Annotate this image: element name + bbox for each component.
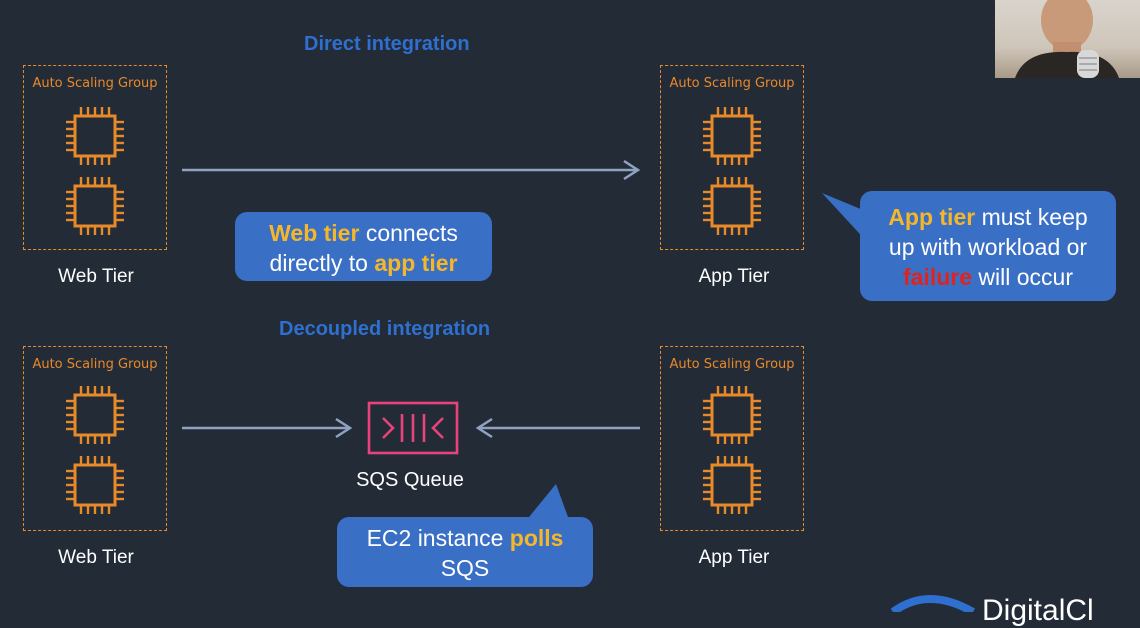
ec2-instance-icon xyxy=(63,174,127,238)
app-workload-bubble: App tier must keep up with workload or f… xyxy=(860,191,1116,301)
asg-label: Auto Scaling Group xyxy=(669,76,795,91)
web-tier-asg-top: Auto Scaling Group xyxy=(23,65,167,250)
heading-decoupled-integration: Decoupled integration xyxy=(279,318,491,340)
ec2-instance-icon xyxy=(63,453,127,517)
brand-logo-icon xyxy=(890,595,975,612)
web-to-queue-arrow xyxy=(182,417,353,439)
presenter-webcam xyxy=(995,0,1140,78)
sqs-queue-icon xyxy=(367,401,459,455)
app-to-queue-arrow xyxy=(475,417,640,439)
ec2-instance-icon xyxy=(700,453,764,517)
hl-web-tier: Web tier xyxy=(269,220,360,246)
brand-logo-text: DigitalCl xyxy=(982,594,1094,627)
bubble-text: EC2 instance xyxy=(366,525,510,551)
bubble-text: directly to xyxy=(269,250,375,276)
asg-label: Auto Scaling Group xyxy=(669,357,795,372)
hl-failure: failure xyxy=(903,264,973,290)
bubble-text: SQS xyxy=(440,555,490,581)
ec2-instance-icon xyxy=(700,104,764,168)
presenter-silhouette-icon xyxy=(1015,0,1119,78)
bubble-text: up with workload or xyxy=(888,234,1088,260)
direct-arrow xyxy=(182,159,641,181)
web-tier-asg-bottom: Auto Scaling Group xyxy=(23,346,167,531)
app-tier-asg-top: Auto Scaling Group xyxy=(660,65,804,250)
app-tier-label-top: App Tier xyxy=(698,266,770,287)
bubble-text: will occur xyxy=(972,264,1073,290)
hl-app-tier: app tier xyxy=(374,250,458,276)
sqs-queue-label: SQS Queue xyxy=(356,469,464,491)
ec2-instance-icon xyxy=(63,104,127,168)
hl-polls: polls xyxy=(509,525,564,551)
ec2-instance-icon xyxy=(700,383,764,447)
ec2-instance-icon xyxy=(63,383,127,447)
hl-app-tier: App tier xyxy=(888,204,976,230)
bubble-text: connects xyxy=(359,220,458,246)
asg-label: Auto Scaling Group xyxy=(32,357,158,372)
app-tier-label-bottom: App Tier xyxy=(698,547,770,568)
heading-direct-integration: Direct integration xyxy=(304,33,470,55)
ec2-polls-bubble: EC2 instance polls SQS xyxy=(337,517,593,587)
asg-label: Auto Scaling Group xyxy=(32,76,158,91)
web-tier-label-top: Web Tier xyxy=(58,266,134,287)
ec2-instance-icon xyxy=(700,174,764,238)
bubble-text: must keep xyxy=(975,204,1088,230)
app-tier-asg-bottom: Auto Scaling Group xyxy=(660,346,804,531)
web-connects-bubble: Web tier connects directly to app tier xyxy=(235,212,492,281)
web-tier-label-bottom: Web Tier xyxy=(58,547,134,568)
